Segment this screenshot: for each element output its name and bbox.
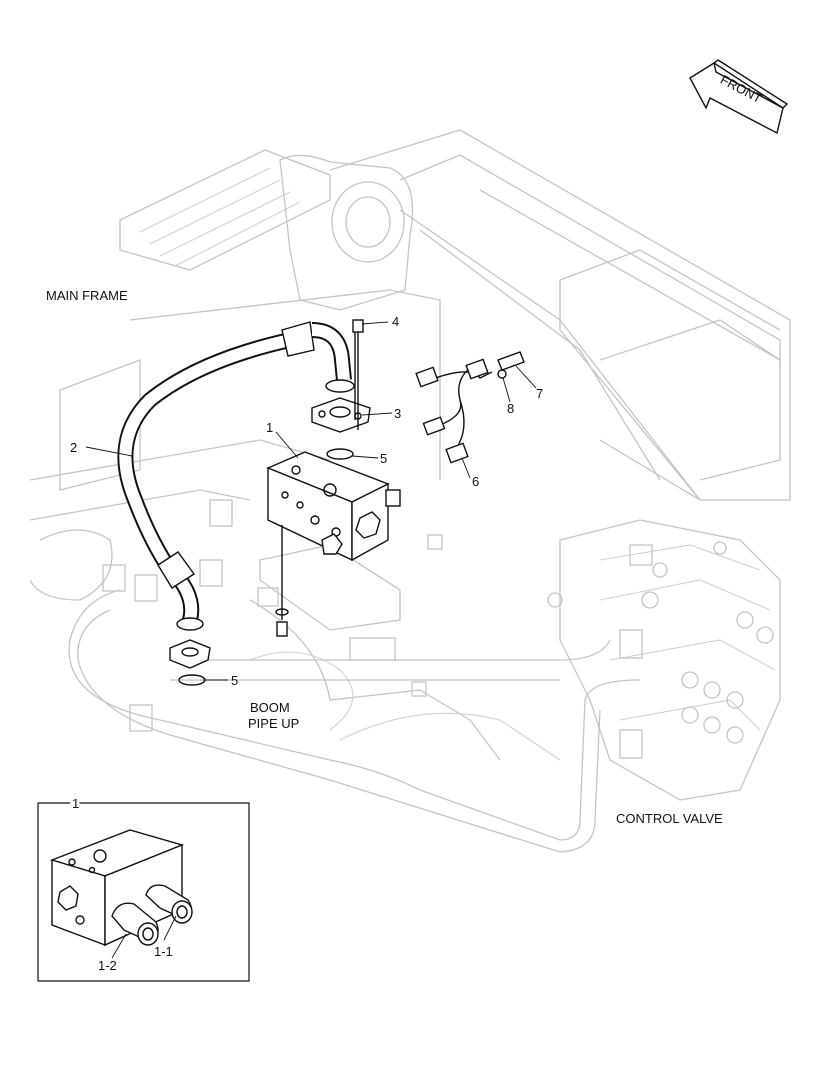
inset-title: 1 [72,796,79,811]
solenoid-1-2 [111,902,159,946]
valve-block [266,451,401,562]
control-valve-label: CONTROL VALVE [616,811,723,826]
mount-bolt [275,525,289,637]
front-arrow: FRONT [689,59,789,135]
main-frame-label: MAIN FRAME [46,288,128,303]
inset-callout-1-2: 1-2 [98,958,117,973]
flange-clamp [311,397,371,433]
inset-callout-1-1: 1-1 [154,944,173,959]
harness [415,358,493,464]
callout-8: 8 [507,401,514,416]
leader-lines [85,321,537,681]
nut [497,369,507,379]
callout-5-upper: 5 [380,451,387,466]
inset-detail: 1 1-1 1-2 [37,793,250,982]
callout-4: 4 [392,314,399,329]
bracket [497,351,525,371]
boom-pipe-label-2: PIPE UP [248,716,299,731]
boom-pipe-label-1: BOOM [250,700,290,715]
callout-1: 1 [266,420,273,435]
callout-2: 2 [70,440,77,455]
main-frame-outline [29,129,791,853]
control-valve [547,519,781,801]
hose [117,321,355,631]
callout-7: 7 [536,386,543,401]
callout-5-lower: 5 [231,673,238,688]
o-ring-upper [326,448,354,460]
solenoid-1-1 [145,884,193,924]
callout-3: 3 [394,406,401,421]
bolt [352,319,364,430]
callout-6: 6 [472,474,479,489]
lower-flange [169,639,211,669]
